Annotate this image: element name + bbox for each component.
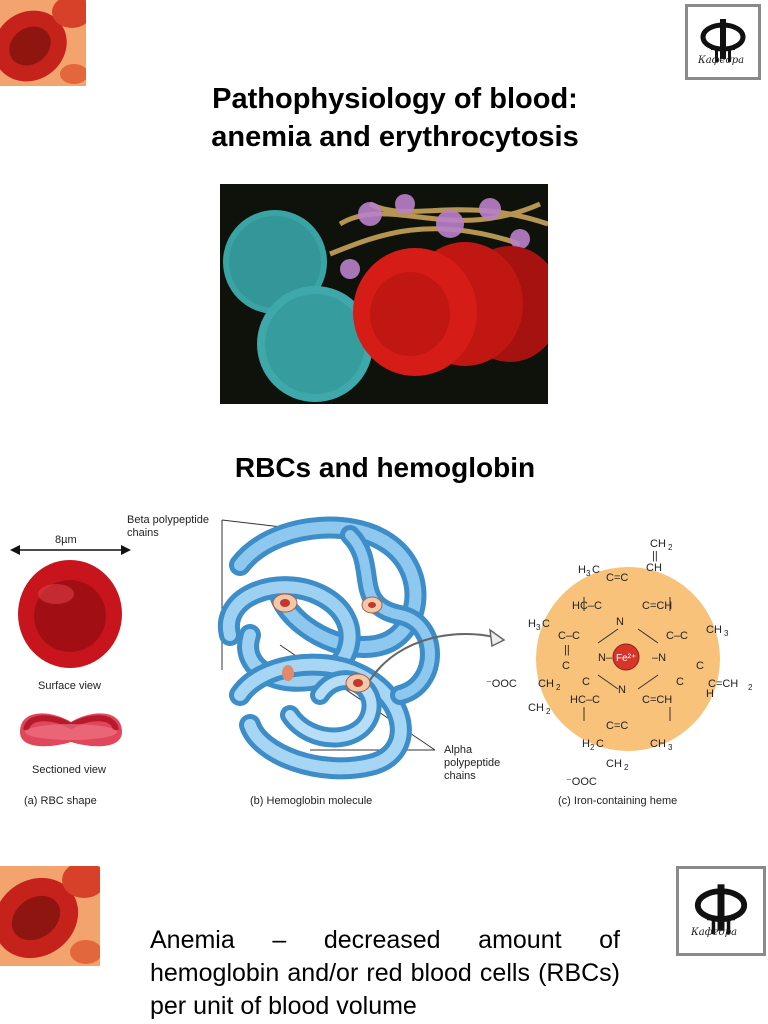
heme-caption: (c) Iron-containing heme bbox=[558, 795, 678, 807]
svg-text:CH: CH bbox=[706, 624, 722, 636]
svg-text:C=C: C=C bbox=[606, 572, 628, 584]
svg-text:C=CH: C=CH bbox=[642, 694, 672, 706]
rbc-surface-image bbox=[18, 560, 122, 668]
svg-text:3: 3 bbox=[586, 569, 591, 578]
title-line-1: Pathophysiology of blood: bbox=[212, 83, 578, 115]
beta-chains-label: Beta polypeptide chains bbox=[127, 514, 209, 539]
svg-text:⁻OOC: ⁻OOC bbox=[486, 678, 517, 690]
hemoglobin-caption: (b) Hemoglobin molecule bbox=[250, 795, 373, 807]
svg-text:⁻OOC: ⁻OOC bbox=[566, 776, 597, 788]
svg-text:2: 2 bbox=[546, 707, 551, 716]
surface-view-label: Surface view bbox=[38, 680, 101, 692]
department-logo-2: Кафедра bbox=[676, 866, 766, 956]
svg-text:N: N bbox=[616, 616, 624, 628]
anemia-definition: Anemia – decreased amount of hemoglobin … bbox=[150, 926, 620, 1020]
svg-text:N: N bbox=[618, 684, 626, 696]
svg-text:CH: CH bbox=[650, 538, 666, 550]
phi-logo-icon bbox=[694, 884, 748, 935]
svg-text:C: C bbox=[562, 660, 570, 672]
sectioned-view-label: Sectioned view bbox=[32, 764, 106, 776]
department-logo: Кафедра bbox=[685, 4, 761, 80]
svg-text:C–C: C–C bbox=[558, 630, 580, 642]
svg-text:2: 2 bbox=[624, 763, 629, 772]
rbc-thumbnail-image bbox=[0, 0, 86, 86]
svg-text:3: 3 bbox=[724, 629, 729, 638]
svg-text:2: 2 bbox=[556, 683, 561, 692]
logo-caption-2: Кафедра bbox=[691, 927, 738, 938]
svg-text:C=CH: C=CH bbox=[642, 600, 672, 612]
svg-text:HC–C: HC–C bbox=[572, 600, 602, 612]
svg-text:||: || bbox=[652, 550, 658, 562]
blood-cells-micrograph bbox=[220, 184, 548, 404]
svg-text:CH: CH bbox=[538, 678, 554, 690]
rbc-caption: (a) RBC shape bbox=[24, 795, 97, 807]
phi-logo-icon bbox=[700, 19, 746, 62]
svg-text:CH: CH bbox=[606, 758, 622, 770]
svg-text:H: H bbox=[578, 564, 586, 576]
svg-text:3: 3 bbox=[536, 623, 541, 632]
svg-text:3: 3 bbox=[668, 743, 673, 752]
svg-text:HC–C: HC–C bbox=[570, 694, 600, 706]
svg-text:C: C bbox=[596, 738, 604, 750]
section-title: RBCs and hemoglobin bbox=[234, 452, 536, 483]
rbc-section-image bbox=[20, 713, 122, 747]
svg-text:–N: –N bbox=[652, 652, 666, 664]
svg-text:C: C bbox=[676, 676, 684, 688]
svg-text:C: C bbox=[696, 660, 704, 672]
svg-text:CH: CH bbox=[650, 738, 666, 750]
rbc-thumbnail-image-2 bbox=[0, 866, 100, 966]
svg-text:Fe²⁺: Fe²⁺ bbox=[616, 653, 636, 664]
svg-text:C–C: C–C bbox=[666, 630, 688, 642]
svg-text:H: H bbox=[528, 618, 536, 630]
logo-caption: Кафедра bbox=[698, 55, 745, 66]
slide-title: Pathophysiology of blood: anemia and ery… bbox=[140, 80, 650, 156]
hemoglobin-molecule-image bbox=[217, 516, 440, 780]
title-line-2: anemia and erythrocytosis bbox=[211, 121, 579, 153]
svg-text:C: C bbox=[582, 676, 590, 688]
alpha-chains-label: Alpha polypeptide chains bbox=[444, 744, 501, 782]
svg-text:H: H bbox=[706, 688, 714, 700]
svg-text:C=CH: C=CH bbox=[708, 678, 738, 690]
svg-text:N–: N– bbox=[598, 652, 613, 664]
svg-text:CH: CH bbox=[528, 702, 544, 714]
svg-text:C: C bbox=[542, 618, 550, 630]
svg-text:CH: CH bbox=[646, 562, 662, 574]
size-arrow bbox=[10, 545, 131, 555]
svg-text:H: H bbox=[582, 738, 590, 750]
svg-text:C=C: C=C bbox=[606, 720, 628, 732]
zoom-arrow-icon bbox=[369, 628, 506, 681]
svg-text:2: 2 bbox=[748, 683, 753, 692]
size-label: 8µm bbox=[55, 534, 77, 546]
svg-text:2: 2 bbox=[590, 743, 595, 752]
svg-text:C: C bbox=[592, 564, 600, 576]
svg-text:||: || bbox=[564, 644, 570, 656]
svg-text:2: 2 bbox=[668, 543, 673, 552]
